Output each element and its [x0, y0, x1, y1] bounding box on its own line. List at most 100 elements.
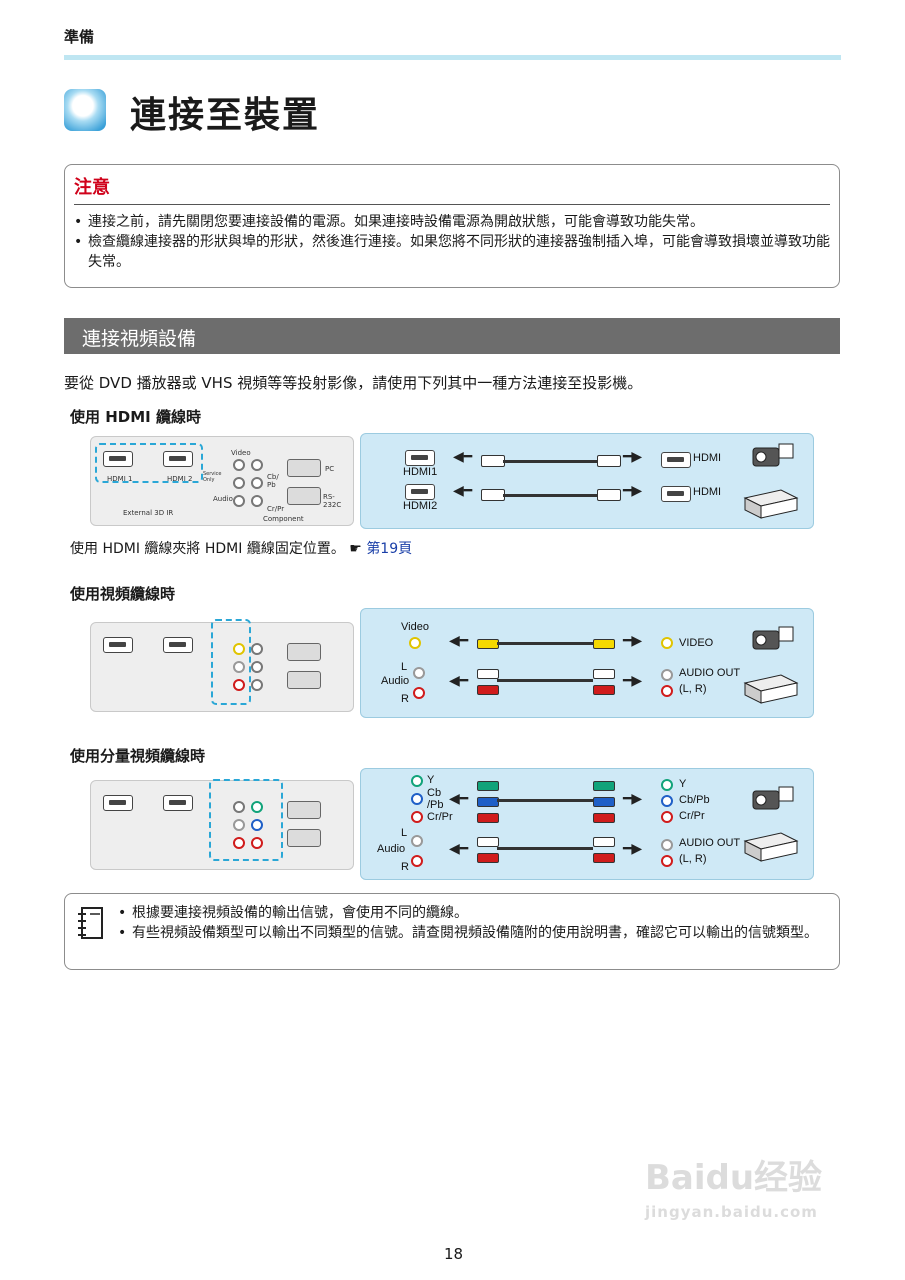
audio-l-jack	[411, 835, 423, 847]
red-plug	[477, 853, 499, 863]
page-number: 18	[444, 1245, 464, 1263]
audio-r-label: R	[401, 693, 409, 705]
hdmi-note-text: 使用 HDMI 纜線夾將 HDMI 纜線固定位置。	[70, 541, 345, 557]
hdmi2-label: HDMI2	[403, 500, 438, 512]
caution-item: 檢查纜線連接器的形狀與埠的形狀，然後進行連接。如果您將不同形狀的連接器強制插入埠…	[72, 232, 832, 272]
audio-r-label: R	[401, 861, 409, 873]
y-jack	[251, 643, 263, 655]
audio-label: Audio	[213, 495, 233, 503]
pc-label: PC	[325, 465, 335, 473]
arrow-left-icon: ◀━	[453, 449, 473, 465]
caution-rule	[74, 204, 830, 205]
video-connection-panel: Video L Audio R ◀━ ━▶ ◀━ ━▶ VIDEO AUDIO …	[360, 608, 814, 718]
caution-item: 連接之前，請先關閉您要連接設備的電源。如果連接時設備電源為開啟狀態，可能會導致功…	[72, 212, 832, 232]
red-plug	[477, 685, 499, 695]
hdmi1-port	[103, 637, 133, 653]
component-diagram: Y Cb /Pb Cr/Pr L Audio R ◀━ ━▶ ◀━ ━▶ Y C…	[90, 768, 814, 880]
memo-item: 有些視頻設備類型可以輸出不同類型的信號。請查閱視頻設備隨附的使用說明書，確認它可…	[116, 923, 832, 943]
y-label: Y	[427, 774, 435, 786]
device-lr-label: (L, R)	[679, 853, 707, 865]
audio-r-jack	[233, 495, 245, 507]
hdmi-subtitle: 使用 HDMI 纜線時	[70, 408, 201, 426]
green-plug	[593, 781, 615, 791]
cb-label: Cb/ Pb	[267, 473, 279, 489]
cr-jack	[251, 495, 263, 507]
service-only-label: Service Only	[203, 471, 222, 483]
hdmi-plug	[597, 455, 621, 467]
y-jack	[251, 459, 263, 471]
hdmi2-port-label: HDMI 2	[167, 475, 193, 483]
video-diagram: Video L Audio R ◀━ ━▶ ◀━ ━▶ VIDEO AUDIO …	[90, 608, 814, 718]
section-title: 連接視頻設備	[82, 328, 197, 350]
video-label: Video	[401, 621, 429, 633]
device-lr-label: (L, R)	[679, 683, 707, 695]
device-hdmi-icon	[661, 486, 691, 502]
arrow-right-icon: ━▶	[623, 841, 643, 857]
green-plug	[477, 781, 499, 791]
chapter-label: 準備	[64, 28, 95, 46]
component-connection-panel: Y Cb /Pb Cr/Pr L Audio R ◀━ ━▶ ◀━ ━▶ Y C…	[360, 768, 814, 880]
cb-jack	[251, 661, 263, 673]
audio-r-jack	[233, 679, 245, 691]
video-jack	[233, 801, 245, 813]
hdmi-plug	[597, 489, 621, 501]
device-y-jack	[661, 779, 673, 791]
cr-label: Cr/Pr	[267, 505, 285, 513]
arrow-right-icon: ━▶	[623, 673, 643, 689]
watermark: Baidu经验 jingyan.baidu.com	[645, 1150, 822, 1221]
blue-plug	[477, 797, 499, 807]
component-label: Component	[263, 515, 304, 523]
pointing-hand-icon: ☛	[349, 541, 367, 557]
device-hdmi-label: HDMI	[693, 452, 722, 464]
section-bar	[64, 318, 840, 354]
hdmi-plug	[481, 489, 505, 501]
arrow-left-icon: ◀━	[449, 791, 469, 807]
arrow-left-icon: ◀━	[449, 633, 469, 649]
cr-jack	[411, 811, 423, 823]
camcorder-icon	[752, 443, 794, 467]
page-link[interactable]: 第19頁	[366, 541, 413, 557]
hdmi-cable	[503, 494, 597, 497]
caution-title: 注意	[74, 177, 110, 198]
white-plug	[593, 837, 615, 847]
audio-cable	[497, 847, 593, 850]
hdmi-cable	[503, 460, 597, 463]
cr-jack	[251, 837, 263, 849]
header-rule	[64, 55, 841, 60]
red-plug	[477, 813, 499, 823]
ext-3d-label: External 3D IR	[123, 509, 174, 517]
device-cb-label: Cb/Pb	[679, 794, 710, 806]
arrow-right-icon: ━▶	[623, 791, 643, 807]
video-label: Video	[231, 449, 251, 457]
component-highlight	[209, 779, 283, 861]
memo-box	[64, 893, 840, 970]
device-cr-jack	[661, 811, 673, 823]
rs232c-label: RS-232C	[323, 493, 342, 509]
title-bullet-icon	[64, 89, 106, 131]
arrow-left-icon: ◀━	[449, 841, 469, 857]
memo-icon	[78, 907, 103, 939]
device-audio-l-jack	[661, 839, 673, 851]
arrow-right-icon: ━▶	[623, 633, 643, 649]
white-plug	[593, 669, 615, 679]
hdmi-note: 使用 HDMI 纜線夾將 HDMI 纜線固定位置。 ☛ 第19頁	[70, 538, 412, 558]
rs232c-port	[287, 487, 321, 505]
video-jack	[233, 459, 245, 471]
device-video-label: VIDEO	[679, 637, 714, 649]
av-highlight	[211, 619, 251, 705]
y-jack	[411, 775, 423, 787]
memo-list: 根據要連接視頻設備的輸出信號，會使用不同的纜線。 有些視頻設備類型可以輸出不同類…	[116, 903, 832, 943]
audio-label: Audio	[377, 843, 406, 855]
white-plug	[477, 837, 499, 847]
caution-list: 連接之前，請先關閉您要連接設備的電源。如果連接時設備電源為開啟狀態，可能會導致功…	[72, 212, 832, 272]
device-audio-r-jack	[661, 855, 673, 867]
audio-label: Audio	[381, 675, 410, 687]
component-subtitle: 使用分量視頻纜線時	[70, 747, 206, 765]
device-cb-jack	[661, 795, 673, 807]
pc-port	[287, 801, 321, 819]
hdmi2-port	[163, 451, 193, 467]
cb-jack	[411, 793, 423, 805]
device-video-jack	[661, 637, 673, 649]
pc-port	[287, 459, 321, 477]
audio-l-jack	[233, 477, 245, 489]
